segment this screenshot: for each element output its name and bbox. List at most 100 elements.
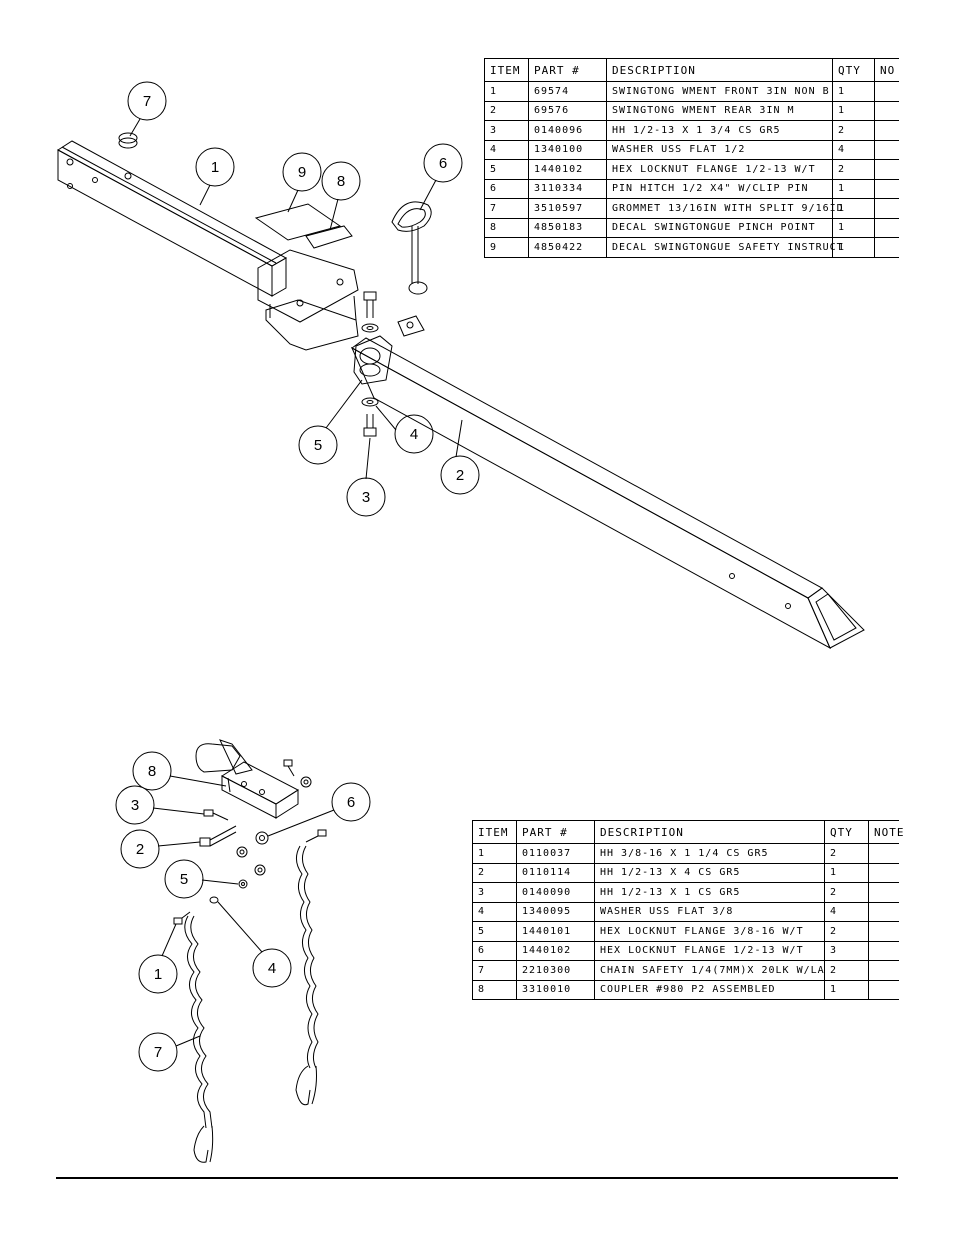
- cell: 2: [832, 120, 875, 141]
- cell: [874, 217, 899, 238]
- cell: 0140090: [516, 882, 595, 903]
- cell: 3510597: [528, 198, 607, 219]
- callout-label: 2: [136, 841, 144, 858]
- cell: [868, 843, 899, 864]
- grommet: [118, 132, 138, 149]
- cell: [874, 139, 899, 160]
- cell: 1340100: [528, 139, 607, 160]
- cell: HH 1/2-13 X 1 CS GR5: [594, 882, 825, 903]
- decal-pinch-point: [305, 225, 353, 249]
- cell: WASHER USS FLAT 3/8: [594, 901, 825, 922]
- cell: COUPLER #980 P2 ASSEMBLED: [594, 979, 825, 1000]
- cell: [868, 940, 899, 961]
- cell: [868, 882, 899, 903]
- decal-safety-instruct: [254, 203, 342, 241]
- cell: 1440102: [528, 159, 607, 180]
- cell: 1: [472, 843, 517, 864]
- cell: 1: [824, 979, 869, 1000]
- cell: PIN HITCH 1/2 X4" W/CLIP PIN: [606, 178, 833, 199]
- cell: [874, 178, 899, 199]
- cell: 4: [484, 139, 529, 160]
- cell: [868, 862, 899, 883]
- cell: [868, 979, 899, 1000]
- cell: 4: [472, 901, 517, 922]
- cell: 2: [824, 882, 869, 903]
- col-header-description: DESCRIPTION: [606, 58, 833, 82]
- cell: 2: [824, 960, 869, 981]
- cell: 5: [484, 159, 529, 180]
- cell: [868, 960, 899, 981]
- cell: [868, 921, 899, 942]
- lower-washer-bolt: [361, 397, 379, 437]
- callout-label: 7: [154, 1044, 162, 1061]
- cell: 2: [824, 843, 869, 864]
- cell: 5: [472, 921, 517, 942]
- cell: GROMMET 13/16IN WITH SPLIT 9/16ID: [606, 198, 843, 219]
- rear-tube-weldment: [350, 315, 865, 650]
- col-header-description: DESCRIPTION: [594, 820, 825, 844]
- cell: SWINGTONG WMENT FRONT 3IN NON B: [606, 81, 833, 102]
- cell: [874, 237, 899, 258]
- col-header-part: PART #: [516, 820, 595, 844]
- callout-label: 5: [314, 437, 322, 454]
- cell: HEX LOCKNUT FLANGE 1/2-13 W/T: [606, 159, 833, 180]
- cell: [874, 198, 899, 219]
- col-header-note: NO: [874, 58, 899, 82]
- cell: DECAL SWINGTONGUE PINCH POINT: [606, 217, 833, 238]
- coupler: [195, 739, 300, 819]
- cell: 3: [472, 882, 517, 903]
- cell: 4850183: [528, 217, 607, 238]
- cell: 1: [832, 237, 875, 258]
- callout-label: 1: [154, 966, 162, 983]
- cell: [874, 100, 899, 121]
- cell: 3: [824, 940, 869, 961]
- cell: 9: [484, 237, 529, 258]
- cell: 1440102: [516, 940, 595, 961]
- col-header-item: ITEM: [484, 58, 529, 82]
- callout-label: 1: [211, 159, 219, 176]
- callout-label: 8: [337, 173, 345, 190]
- callout-label: 6: [347, 794, 355, 811]
- cell: 1: [824, 862, 869, 883]
- cell: 2210300: [516, 960, 595, 981]
- safety-chain-right: [295, 845, 319, 1106]
- cell: 3110334: [528, 178, 607, 199]
- col-header-part: PART #: [528, 58, 607, 82]
- cell: [868, 901, 899, 922]
- cell: 7: [484, 198, 529, 219]
- cell: 2: [832, 159, 875, 180]
- callout-label: 9: [298, 164, 306, 181]
- cell: 0110037: [516, 843, 595, 864]
- cell: 1440101: [516, 921, 595, 942]
- cell: 1: [832, 81, 875, 102]
- callout-label: 5: [180, 871, 188, 888]
- front-tube-weldment: [57, 140, 359, 351]
- cell: 4: [824, 901, 869, 922]
- cell: WASHER USS FLAT 1/2: [606, 139, 833, 160]
- cell: [874, 120, 899, 141]
- callout-label: 8: [148, 763, 156, 780]
- cell: 69576: [528, 100, 607, 121]
- cell: 6: [484, 178, 529, 199]
- callout-label: 4: [410, 426, 418, 443]
- cell: [874, 81, 899, 102]
- cell: 8: [472, 979, 517, 1000]
- cell: DECAL SWINGTONGUE SAFETY INSTRUCT: [606, 237, 843, 258]
- safety-chain-left: [184, 915, 214, 1163]
- cell: 3310010: [516, 979, 595, 1000]
- col-header-note: NOTE: [868, 820, 904, 844]
